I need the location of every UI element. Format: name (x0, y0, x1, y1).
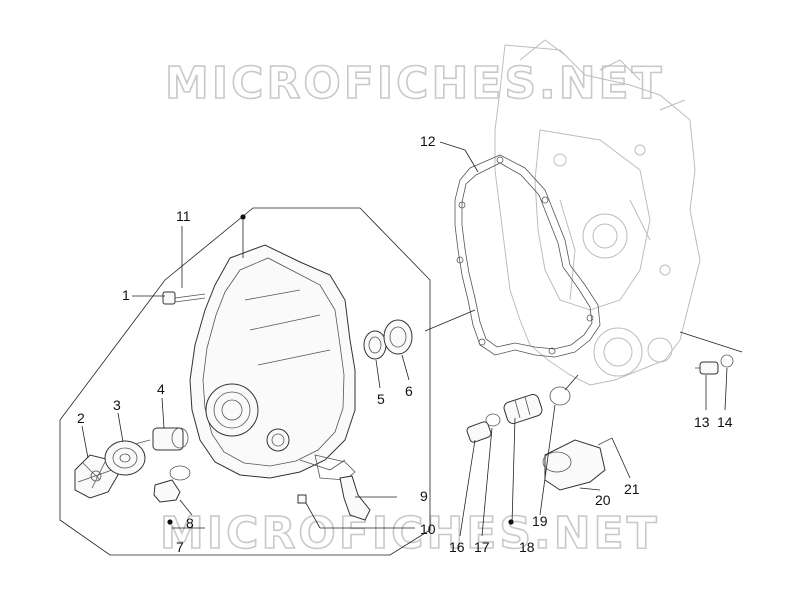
o-ring-19 (549, 386, 571, 406)
callout-8: 8 (186, 515, 194, 531)
callout-7: 7 (176, 539, 184, 555)
callout-13: 13 (694, 414, 710, 430)
washer-14 (720, 354, 734, 368)
watermark-bottom: MICROFICHES.NET (160, 508, 660, 559)
callout-labels: 11 1 2 3 4 5 6 8 7 9 10 12 13 14 16 17 1… (77, 133, 733, 555)
seal-3 (104, 440, 146, 476)
callout-10: 10 (420, 521, 436, 537)
assembly-outline (59, 207, 431, 556)
callout-20: 20 (595, 492, 611, 508)
callout-4: 4 (157, 381, 165, 397)
dot-marker-7 (167, 519, 173, 525)
callout-19: 19 (532, 513, 548, 529)
callout-12: 12 (420, 133, 436, 149)
dot-marker-1 (240, 214, 246, 220)
stud-21 (597, 437, 613, 446)
bracket-9 (297, 475, 371, 521)
o-ring-17 (485, 413, 501, 427)
flywheel-cover-1 (189, 244, 356, 481)
callout-5: 5 (377, 391, 385, 407)
pump-shaft-4 (134, 427, 189, 451)
bearing-6 (383, 319, 413, 355)
callout-11: 11 (176, 208, 191, 224)
watermark-top: MICROFICHES.NET (165, 58, 665, 109)
dot-marker-18 (508, 519, 514, 525)
callout-17: 17 (474, 539, 490, 555)
sensor-13 (695, 361, 719, 375)
callout-3: 3 (113, 397, 121, 413)
filter-18 (503, 394, 543, 424)
callout-1: 1 (122, 287, 130, 303)
callout-6: 6 (405, 383, 413, 399)
engine-crankcase-background (494, 39, 701, 386)
bolt-11 (162, 291, 206, 305)
callout-18: 18 (519, 539, 535, 555)
callout-9: 9 (420, 488, 428, 504)
callout-21: 21 (624, 481, 640, 497)
oil-filter-20 (542, 439, 606, 491)
callout-2: 2 (77, 410, 85, 426)
drain-plug-16 (466, 421, 492, 443)
gasket-12 (454, 154, 601, 358)
plug-8 (153, 465, 191, 503)
callout-14: 14 (717, 414, 733, 430)
seal-5 (363, 330, 387, 360)
callout-16: 16 (449, 539, 465, 555)
leader-lines (81, 141, 743, 537)
